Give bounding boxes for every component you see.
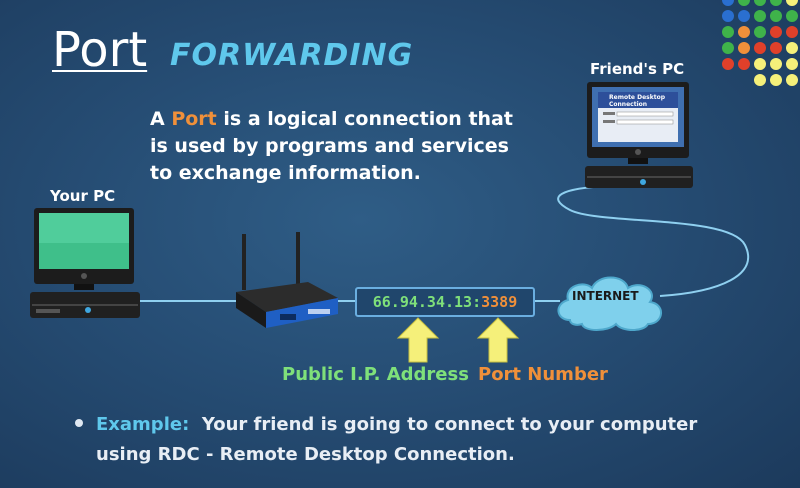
example-line1: Your friend is going to connect to your … (189, 414, 698, 435)
decorative-dot (786, 74, 798, 86)
decorative-dot (786, 42, 798, 54)
port-number-label: Port Number (478, 364, 608, 385)
decorative-dot (738, 0, 750, 6)
page-title-forwarding: FORWARDING (170, 38, 414, 73)
example-text: Example: Your friend is going to connect… (96, 410, 776, 470)
desc-line3: to exchange information. (150, 162, 421, 184)
public-ip-label: Public I.P. Address (282, 364, 469, 385)
page-title-port: Port (52, 22, 148, 78)
ip-port-separator: : (472, 293, 482, 311)
friends-pc-label: Friend's PC (590, 60, 685, 78)
port-number-value: 3389 (481, 293, 518, 311)
decorative-dot (722, 26, 734, 38)
desc-prefix: A (150, 108, 172, 130)
decorative-dot (722, 42, 734, 54)
decorative-dot (738, 10, 750, 22)
decorative-dot-grid (722, 0, 798, 86)
decorative-dot (754, 42, 766, 54)
decorative-dot (770, 0, 782, 6)
decorative-dot (754, 0, 766, 6)
decorative-dot (738, 58, 750, 70)
decorative-dot (770, 74, 782, 86)
decorative-dot (770, 26, 782, 38)
cloud-icon (557, 276, 662, 331)
your-pc-label: Your PC (50, 187, 116, 205)
decorative-dot (770, 10, 782, 22)
bullet-dot-icon (75, 419, 83, 427)
decorative-dot (738, 26, 750, 38)
decorative-dot (754, 58, 766, 70)
example-line2: using RDC - Remote Desktop Connection. (96, 444, 515, 465)
decorative-dot (722, 10, 734, 22)
decorative-dot (770, 42, 782, 54)
decorative-dot (738, 42, 750, 54)
rdc-window-title: Remote Desktop Connection (609, 94, 665, 108)
arrow-up-icon (396, 317, 440, 363)
port-definition-text: A Port is a logical connection that is u… (150, 106, 550, 187)
desktop-pc-icon (585, 82, 693, 188)
decorative-dot (770, 58, 782, 70)
desc-highlight-port: Port (171, 108, 217, 130)
desc-line1: is a logical connection that (216, 108, 513, 130)
decorative-dot (786, 10, 798, 22)
decorative-dot (786, 58, 798, 70)
desc-line2: is used by programs and services (150, 135, 509, 157)
internet-label: INTERNET (572, 289, 639, 303)
decorative-dot (722, 58, 734, 70)
decorative-dot (754, 26, 766, 38)
decorative-dot (754, 74, 766, 86)
decorative-dot (786, 0, 798, 6)
decorative-dot (754, 10, 766, 22)
decorative-dot (722, 0, 734, 6)
arrow-up-icon (476, 317, 520, 363)
link-cloud-friend (557, 185, 750, 297)
desktop-pc-icon (30, 208, 140, 318)
wifi-router-icon (236, 232, 338, 328)
example-label: Example: (96, 414, 190, 435)
decorative-dot (786, 26, 798, 38)
ip-port-address-box: 66.94.34.13:3389 (355, 287, 535, 317)
public-ip-value: 66.94.34.13 (372, 293, 473, 311)
